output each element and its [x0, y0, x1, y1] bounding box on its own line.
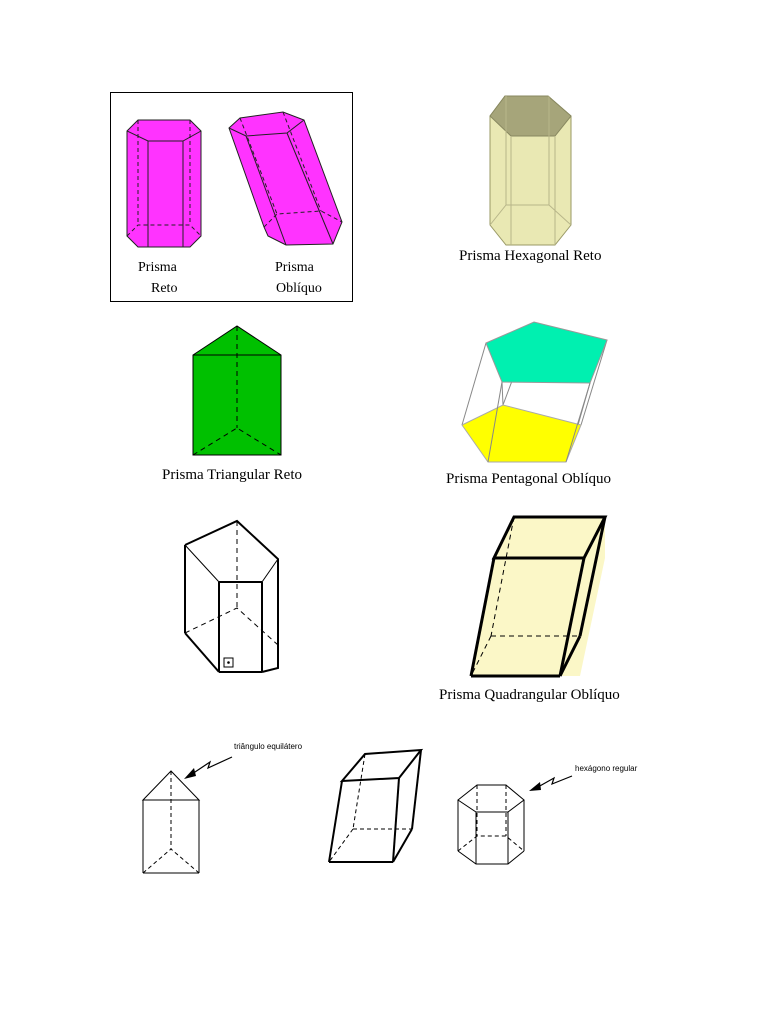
label-triangulo-equilatero: triângulo equilátero	[234, 742, 303, 751]
arrow-to-hexagon	[537, 775, 573, 788]
label-pentagonal-obliquo: Prisma Pentagonal Oblíquo	[446, 471, 611, 487]
label-prisma-reto-2: Reto	[151, 281, 178, 296]
label-hexagono-regular: hexágono regular	[575, 764, 638, 773]
label-prisma-obliquo-1: Prisma	[275, 260, 314, 275]
label-triangular-reto: Prisma Triangular Reto	[162, 467, 303, 483]
label-hexagonal-reto: Prisma Hexagonal Reto	[459, 248, 602, 264]
reto-obliquo-frame	[110, 92, 353, 302]
label-prisma-obliquo-2: Oblíquo	[276, 281, 322, 296]
label-prisma-reto-1: Prisma	[138, 260, 177, 275]
arrow-to-triangle	[191, 756, 233, 775]
label-quadrangular-obliquo: Prisma Quadrangular Oblíquo	[439, 687, 620, 703]
